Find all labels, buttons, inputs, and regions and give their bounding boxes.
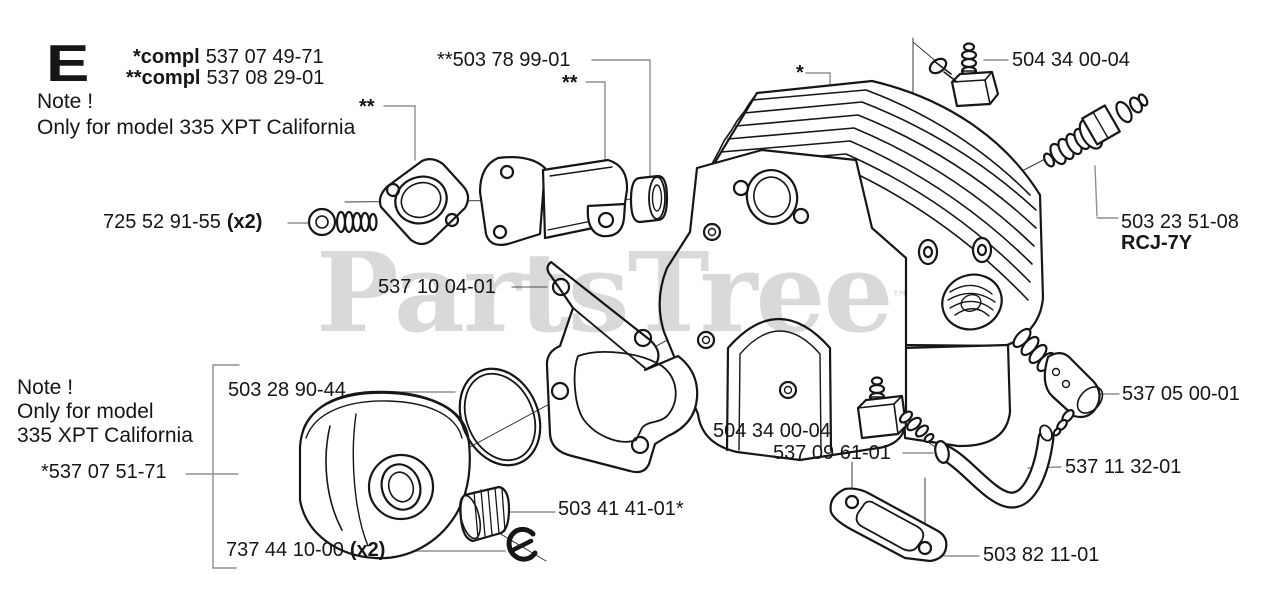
note-side-title: Note !: [17, 376, 74, 399]
label-intake-assembly: **503 78 99-01: [437, 49, 571, 71]
circlip-drawing: [509, 529, 535, 559]
hose-ring-drawing: [933, 440, 950, 464]
seal-sleeve-drawing: [631, 176, 667, 222]
label-screw: 725 52 91-55(x2): [103, 211, 263, 233]
marker-double-star-flange: **: [359, 96, 375, 118]
hose-drawing: [945, 423, 1054, 500]
decomp-valve-drawing: [1011, 326, 1108, 437]
intake-screw-drawing: [309, 209, 377, 235]
piston-drawing: [300, 392, 470, 558]
label-hose-ring: 537 09 61-01: [773, 442, 891, 464]
label-fitting-top: 504 34 00-04: [1012, 49, 1130, 71]
note-top-text: Only for model 335 XPT California: [37, 116, 356, 139]
section-letter: E: [46, 35, 90, 93]
base-gasket-drawing: [547, 262, 697, 472]
exhaust-gasket-drawing: [831, 489, 947, 561]
note-side: Note ! Only for model 335 XPT California: [17, 376, 193, 448]
label-base-gasket: 537 10 04-01: [378, 276, 496, 298]
label-bearing: 503 41 41-01*: [558, 498, 684, 520]
intake-manifold-drawing: [480, 157, 627, 245]
label-fitting-bottom: 504 34 00-04: [713, 420, 831, 442]
note-top-title: Note !: [37, 90, 94, 113]
bearing-drawing: [456, 487, 509, 541]
label-decomp-valve: 537 05 00-01: [1122, 383, 1240, 405]
label-piston-ring: 503 28 90-44: [228, 379, 346, 401]
leader-lines: [186, 60, 1119, 568]
cylinder-drawing: [660, 81, 1043, 460]
marker-star-cylinder: *: [796, 62, 804, 84]
label-spark-plug-number: 503 23 51-08: [1121, 211, 1239, 233]
label-hose: 537 11 32-01: [1065, 456, 1182, 478]
note-side-line2: 335 XPT California: [17, 424, 193, 447]
label-circlip: 737 44 10-00(x2): [226, 539, 386, 561]
label-exhaust-gasket: 503 82 11-01: [983, 544, 1100, 566]
fitting-bottom-drawing: [858, 378, 935, 444]
marker-double-star-boot: **: [562, 72, 578, 94]
note-side-line1: Only for model: [17, 400, 154, 423]
fitting-top-drawing: [927, 44, 998, 107]
spark-plug-drawing: [1042, 93, 1149, 168]
label-spark-plug-model: RCJ-7Y: [1121, 232, 1193, 254]
label-piston: *537 07 51-71: [41, 461, 167, 483]
piston-ring-drawing: [445, 356, 555, 478]
intake-gasket-drawing: [380, 159, 468, 244]
